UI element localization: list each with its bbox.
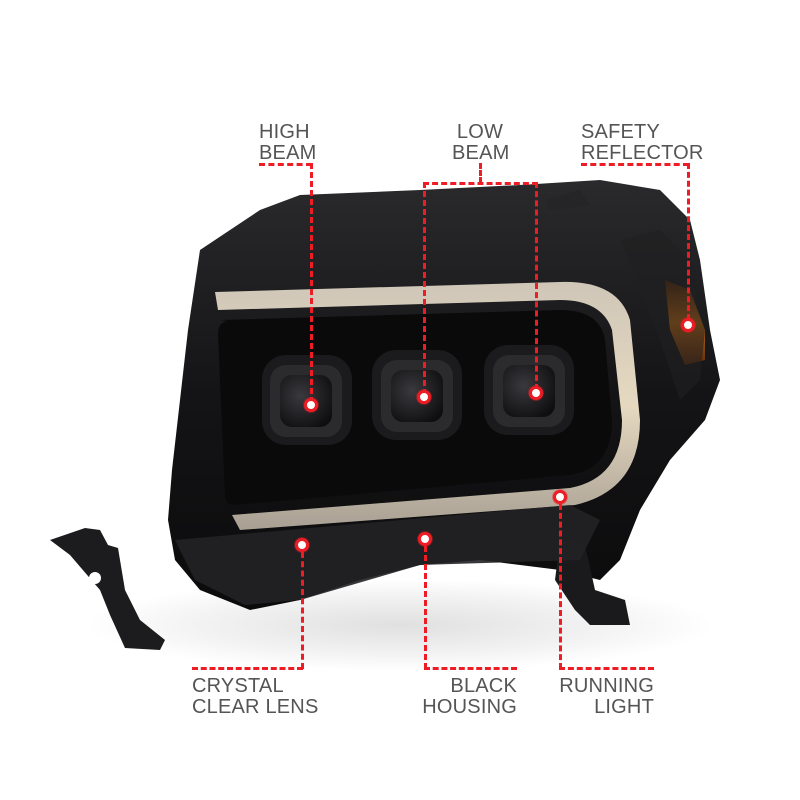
running-light-marker (553, 490, 567, 504)
label-high-beam: HIGH BEAM (259, 121, 317, 164)
safety-reflector-leader-h (581, 163, 689, 166)
high-beam-marker (304, 398, 318, 412)
black-housing-leader-h (424, 667, 517, 670)
black-housing-marker (418, 532, 432, 546)
label-safety-reflector: SAFETY REFLECTOR (581, 121, 704, 164)
low-beam-marker-center (417, 390, 431, 404)
label-running-light: RUNNING LIGHT (559, 675, 654, 718)
crystal-clear-lens-marker (295, 538, 309, 552)
running-light-leader-h (559, 667, 654, 670)
safety-reflector-marker (681, 318, 695, 332)
crystal-clear-lens-leader-h (192, 667, 303, 670)
high-beam-leader-h (259, 163, 312, 166)
high-beam-leader-v (310, 163, 313, 403)
low-beam-marker-right (529, 386, 543, 400)
crystal-clear-lens-leader-v (301, 552, 304, 669)
low-beam-leader-right (535, 182, 538, 390)
label-crystal-clear-lens: CRYSTAL CLEAR LENS (192, 675, 319, 718)
low-beam-leader-h (423, 182, 538, 185)
safety-reflector-leader-v (687, 163, 690, 320)
label-black-housing: BLACK HOUSING (422, 675, 517, 718)
running-light-leader-v (559, 504, 562, 669)
low-beam-leader-stem (479, 163, 482, 183)
low-beam-leader-left (423, 182, 426, 395)
label-low-beam: LOW BEAM (452, 121, 510, 164)
black-housing-leader-v (424, 546, 427, 669)
